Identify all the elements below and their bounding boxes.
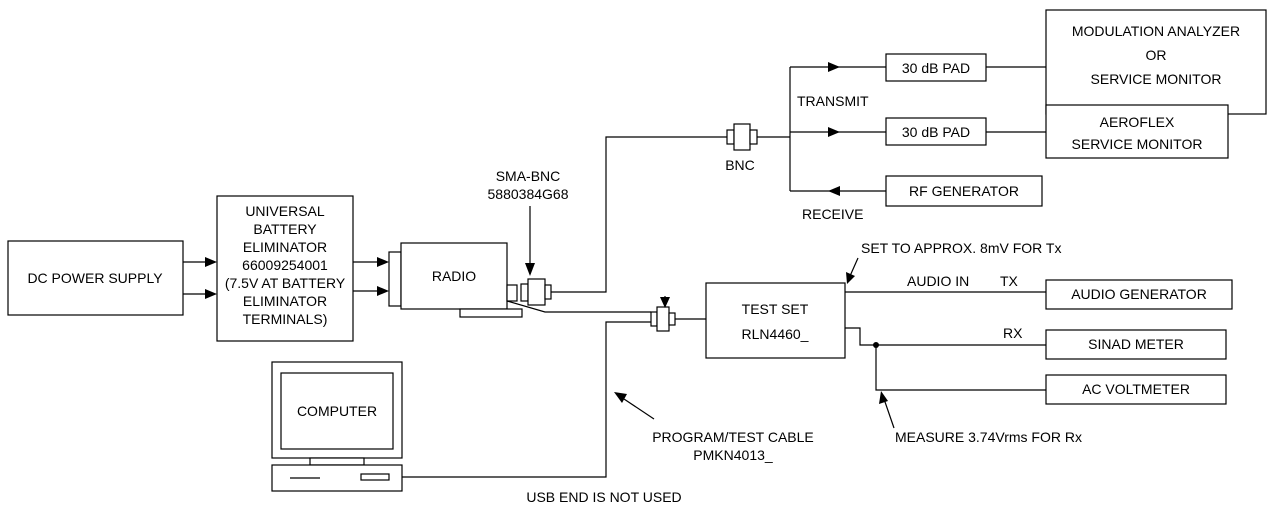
set-approx-label: SET TO APPROX. 8mV FOR Tx	[861, 240, 1061, 256]
aeroflex-block: AEROFLEX SERVICE MONITOR	[1045, 104, 1229, 159]
computer-label: COMPUTER	[297, 403, 377, 419]
audio-generator-block: AUDIO GENERATOR	[1045, 279, 1233, 310]
sinad-meter-label: SINAD METER	[1088, 336, 1184, 352]
battery-eliminator-line-5: (7.5V AT BATTERY	[225, 275, 346, 291]
pad-1-block: 30 dB PAD	[885, 53, 987, 82]
rx-label: RX	[1003, 325, 1023, 341]
ac-voltmeter-block: AC VOLTMETER	[1045, 374, 1227, 405]
audio-generator-label: AUDIO GENERATOR	[1071, 286, 1207, 302]
program-cable-label-line-1: PROGRAM/TEST CABLE	[652, 429, 814, 445]
receive-label: RECEIVE	[802, 206, 863, 222]
modulation-analyzer-block: MODULATION ANALYZER OR SERVICE MONITOR	[1045, 9, 1267, 115]
audio-in-path: SET TO APPROX. 8mV FOR Tx AUDIO IN TX	[845, 240, 1061, 293]
rf-generator-label: RF GENERATOR	[909, 183, 1019, 199]
audio-out-path: RX MEASURE 3.74Vrms FOR Rx	[845, 325, 1082, 445]
program-cable-annotation: PROGRAM/TEST CABLE PMKN4013_	[614, 392, 814, 463]
tx-label: TX	[1000, 273, 1019, 289]
ac-voltmeter-label: AC VOLTMETER	[1082, 381, 1190, 397]
aeroflex-line-2: SERVICE MONITOR	[1072, 136, 1203, 152]
pad-2-block: 30 dB PAD	[885, 117, 987, 146]
battery-eliminator-line-6: ELIMINATOR	[243, 293, 327, 309]
program-cable-connector	[650, 296, 706, 332]
test-set-block: TEST SET RLN4460_	[705, 282, 846, 359]
radio-test-cable	[506, 300, 651, 313]
test-set-line-1: TEST SET	[742, 301, 809, 317]
modulation-analyzer-line-3: SERVICE MONITOR	[1091, 71, 1222, 87]
program-cable-label-line-2: PMKN4013_	[693, 447, 773, 463]
dc-power-supply-label: DC POWER SUPPLY	[27, 270, 163, 286]
aeroflex-line-1: AEROFLEX	[1100, 114, 1175, 130]
dc-power-supply-block: DC POWER SUPPLY	[7, 240, 184, 316]
power-supply-connection	[183, 257, 217, 299]
bnc-connector: BNC	[725, 123, 758, 173]
eliminator-radio-connection	[353, 257, 389, 296]
rf-cable	[551, 136, 727, 293]
battery-eliminator-line-4: 66009254001	[242, 257, 328, 273]
computer-cable	[402, 321, 651, 478]
radio-block: RADIO	[388, 242, 523, 318]
modulation-analyzer-line-1: MODULATION ANALYZER	[1072, 23, 1240, 39]
rf-routing: TRANSMIT RECEIVE	[757, 62, 886, 222]
radio-label: RADIO	[432, 268, 476, 284]
sma-bnc-label-line-1: SMA-BNC	[496, 168, 561, 184]
measure-label: MEASURE 3.74Vrms FOR Rx	[895, 429, 1082, 445]
battery-eliminator-line-3: ELIMINATOR	[243, 239, 327, 255]
modulation-analyzer-line-2: OR	[1146, 47, 1167, 63]
battery-eliminator-line-1: UNIVERSAL	[245, 203, 325, 219]
battery-eliminator-line-7: TERMINALS)	[243, 311, 328, 327]
test-set-line-2: RLN4460_	[742, 326, 809, 342]
bnc-label: BNC	[725, 157, 755, 173]
sma-bnc-adapter: SMA-BNC 5880384G68	[488, 168, 569, 306]
pad-1-label: 30 dB PAD	[902, 60, 970, 76]
battery-eliminator-line-2: BATTERY	[253, 221, 317, 237]
sma-bnc-label-line-2: 5880384G68	[488, 186, 569, 202]
sinad-meter-block: SINAD METER	[1045, 329, 1227, 360]
rf-generator-block: RF GENERATOR	[885, 175, 1043, 207]
audio-in-label: AUDIO IN	[907, 273, 969, 289]
computer-block: COMPUTER	[271, 361, 403, 492]
usb-end-label: USB END IS NOT USED	[526, 489, 681, 505]
battery-eliminator-block: UNIVERSAL BATTERY ELIMINATOR 66009254001…	[216, 195, 354, 342]
transmit-label: TRANSMIT	[797, 93, 869, 109]
pad-2-label: 30 dB PAD	[902, 124, 970, 140]
